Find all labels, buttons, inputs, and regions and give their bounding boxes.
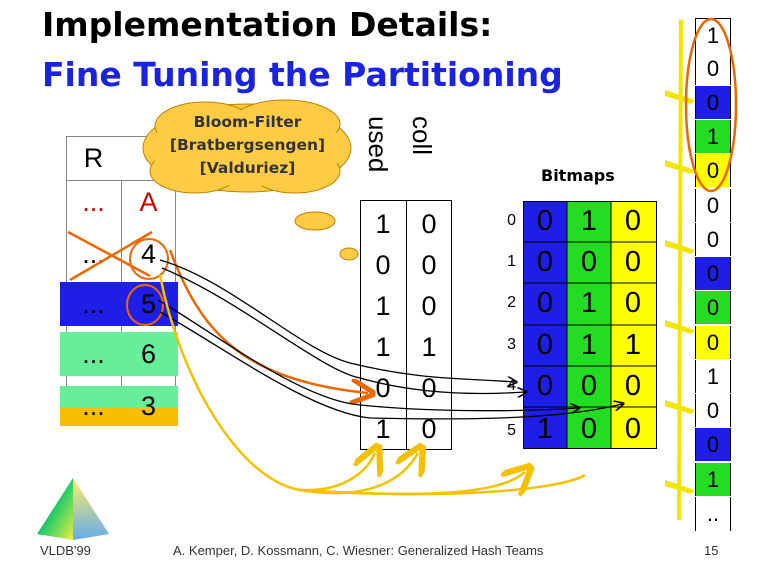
row-dots: ... <box>82 339 105 369</box>
bitmap-bit: 1 <box>580 205 598 237</box>
bitmap-bit: 0 <box>536 287 554 319</box>
bitmap-index: 3 <box>507 336 516 353</box>
coll-bit: 0 <box>421 250 437 280</box>
bitmap-index: 1 <box>507 253 516 270</box>
bitmap-bit: 0 <box>536 246 554 278</box>
bitvector-cell: 0 <box>695 86 731 119</box>
bitmaps-title: Bitmaps <box>541 166 615 185</box>
bitvector-cell: 1 <box>695 463 731 496</box>
bitvector-cell: 0 <box>695 394 731 427</box>
used-bit: 1 <box>375 209 391 239</box>
bitmap-bit: 0 <box>624 370 642 402</box>
coll-bit: 0 <box>421 291 437 321</box>
row-value: 5 <box>140 289 157 319</box>
bitvector-cell: 0 <box>695 257 731 290</box>
bitmap-bit: 0 <box>580 370 598 402</box>
footer-authors: A. Kemper, D. Kossmann, C. Wiesner: Gene… <box>173 543 544 558</box>
thought-cloud <box>142 99 359 261</box>
row-dots: ... <box>82 239 105 269</box>
used-bit: 0 <box>375 250 391 280</box>
bitvector-cell: 1 <box>695 360 731 393</box>
row-value: 4 <box>140 239 157 269</box>
arrow-yellow <box>158 274 586 494</box>
footer-page-number: 15 <box>704 543 719 558</box>
used-bit: 1 <box>375 414 391 444</box>
row-dots: ... <box>82 187 105 217</box>
footer-conference: VLDB'99 <box>40 543 91 558</box>
bitvector-cell: 0 <box>695 223 731 256</box>
bitmap-bit: 1 <box>536 413 554 445</box>
bitmap-bit: 1 <box>580 329 598 361</box>
relation-row-highlighted: ... 6 <box>60 332 178 376</box>
bitmap-bit: 0 <box>624 246 642 278</box>
bitmap-index: 5 <box>507 422 516 439</box>
bitmap-bit: 0 <box>536 329 554 361</box>
bitmap-bit: 0 <box>624 205 642 237</box>
bitmap-bit: 0 <box>536 370 554 402</box>
row-dots: ... <box>82 289 105 319</box>
bitvector-cell: 0 <box>695 154 731 187</box>
bitvector-cell: 0 <box>695 291 731 324</box>
bitmap-index: 2 <box>507 294 516 311</box>
coll-bit: 1 <box>421 332 437 362</box>
arrow-black <box>157 259 622 420</box>
bitmap-bit: 0 <box>580 413 598 445</box>
bloom-filter-label: Bloom-Filter [Bratbergsengen] [Valduriez… <box>169 113 326 177</box>
slide-subtitle: Fine Tuning the Partitioning <box>42 55 563 94</box>
circle-mark <box>129 238 169 280</box>
relation-row: ... 3 <box>66 384 176 428</box>
bitvector-cell: 0 <box>695 52 731 85</box>
row-dots: ... <box>82 391 105 421</box>
coll-bit: 0 <box>421 414 437 444</box>
bitvector-cell: 0 <box>695 428 731 461</box>
bitvector-cell: 0 <box>695 189 731 222</box>
bitmap-index: 0 <box>507 212 516 229</box>
used-bit: 1 <box>375 332 391 362</box>
decorative-side-stripe <box>665 20 695 520</box>
bitmap-bit: 0 <box>536 205 554 237</box>
coll-bit: 0 <box>421 373 437 403</box>
bitvector-cell: .. <box>695 497 731 531</box>
bitvector-cell: 0 <box>695 326 731 359</box>
circle-mark <box>126 284 164 326</box>
coll-bit: 0 <box>421 209 437 239</box>
bitmap-bit: 1 <box>580 287 598 319</box>
used-bit: 1 <box>375 291 391 321</box>
bitmap-grid <box>523 201 657 449</box>
relation-name: R <box>83 143 104 173</box>
arrow-orange <box>168 249 368 393</box>
circle-mark <box>684 17 738 193</box>
vldb-logo-icon <box>37 478 109 540</box>
bitvector-cell: 1 <box>695 120 731 153</box>
row-value: A <box>139 187 158 217</box>
bitmap-bit: 0 <box>580 246 598 278</box>
bitmap-bit: 0 <box>624 413 642 445</box>
row-value: 6 <box>140 339 157 369</box>
bitmap-bit: 0 <box>624 287 642 319</box>
relation-row: ... A <box>66 180 176 224</box>
slide-title: Implementation Details: <box>42 5 493 44</box>
strike-mark <box>67 230 153 282</box>
used-bit: 0 <box>375 373 391 403</box>
row-value: 3 <box>140 391 157 421</box>
relation-row: ... 4 <box>66 232 176 276</box>
bitmap-bit: 1 <box>624 329 642 361</box>
